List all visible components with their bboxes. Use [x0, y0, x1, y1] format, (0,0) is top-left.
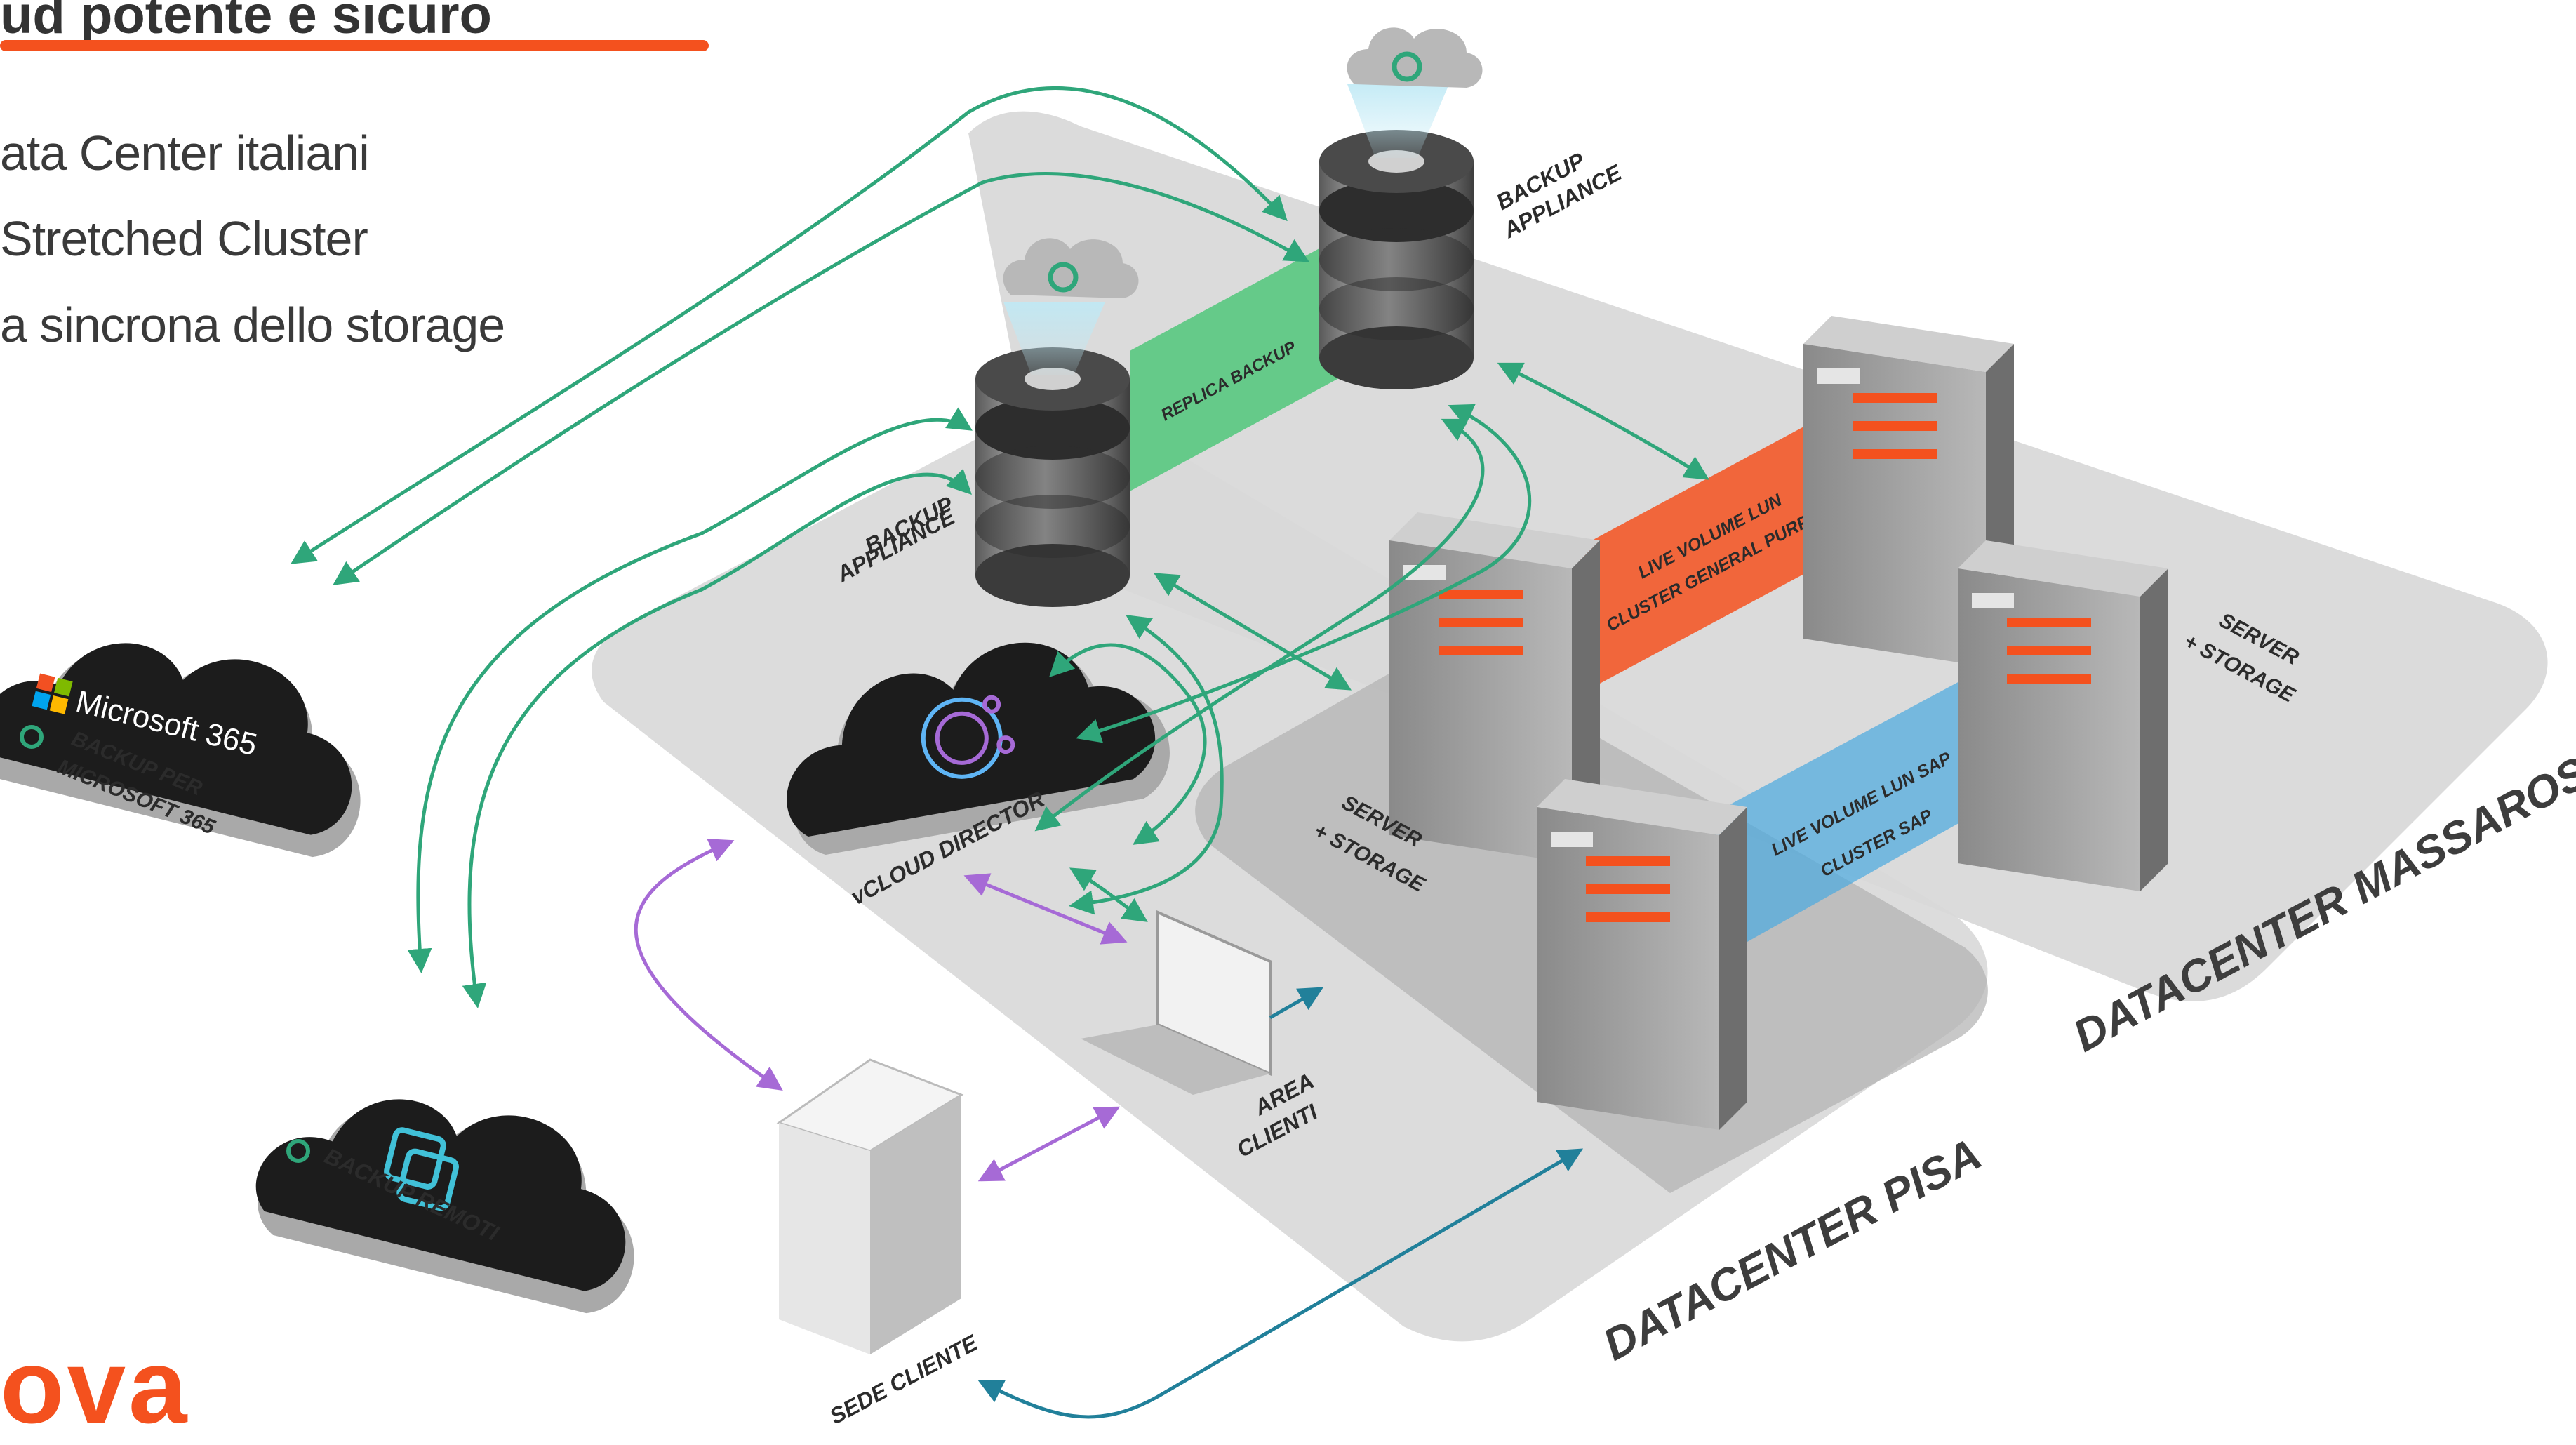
microsoft-365-cloud: Microsoft 365 [0, 601, 389, 866]
client-building [776, 1058, 964, 1354]
vmware-logo-icon [384, 1127, 459, 1211]
sync-icon [20, 725, 44, 749]
sync-cloud-right [1347, 27, 1483, 88]
remote-backup-cloud [244, 1058, 662, 1322]
backup-appliance-right [1319, 84, 1474, 389]
title-underline [0, 40, 709, 51]
bullet-datacenters: ata Center italiani [0, 126, 370, 180]
rack-pisa-bottom [1537, 779, 1747, 1130]
sync-icon [286, 1139, 310, 1163]
client-area-laptop [1081, 910, 1272, 1095]
cluster-sap-link [1712, 660, 2000, 961]
page-title: ud potente e sicuro [0, 0, 492, 45]
cluster-general-purpose-link [1579, 393, 1867, 695]
rack-massarosa-front [1958, 540, 2168, 891]
windows-logo-icon [32, 673, 73, 714]
teal-connectors [977, 987, 1584, 1419]
brand-logo: ova [0, 1327, 190, 1445]
sync-icon [1392, 51, 1422, 82]
